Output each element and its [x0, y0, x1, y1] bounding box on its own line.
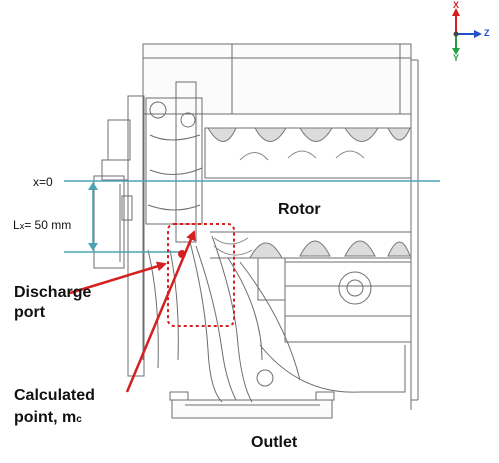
- discharge-port-label-line1: Discharge: [14, 284, 92, 301]
- rotor-label: Rotor: [278, 201, 321, 218]
- coordinate-axes-icon: [452, 8, 482, 55]
- axis-y-label: Y: [453, 53, 460, 63]
- lx-subscript: x: [19, 221, 25, 231]
- housing-outline: [93, 43, 419, 419]
- calc-point-main-text: point, m: [14, 409, 77, 426]
- calculated-point-label-line2: point, mc: [14, 408, 82, 427]
- axis-z-label: Z: [484, 28, 490, 38]
- calculated-point-label-line1: Calculated: [14, 387, 95, 404]
- discharge-port-label-line2: port: [14, 304, 46, 321]
- lower-rotor-detail: [213, 237, 253, 256]
- x-zero-label: x=0: [33, 175, 53, 189]
- upper-rotor-lobes: [207, 127, 411, 142]
- lx-label: Lx= 50 mm: [13, 218, 71, 232]
- calc-point-subscript: c: [76, 414, 82, 425]
- calculated-point-arrow: [125, 230, 196, 393]
- lx-value-text: = 50 mm: [24, 218, 72, 232]
- outlet-label: Outlet: [251, 434, 298, 451]
- axis-x-label: X: [453, 0, 460, 10]
- discharge-port-arrow: [69, 261, 167, 295]
- discharge-port-box: [167, 223, 235, 327]
- lx-main-text: L: [13, 218, 20, 232]
- lower-rotor-lobes: [249, 240, 411, 259]
- lx-dimension-arrow: [88, 182, 98, 251]
- upper-rotor-scallops: [239, 150, 365, 161]
